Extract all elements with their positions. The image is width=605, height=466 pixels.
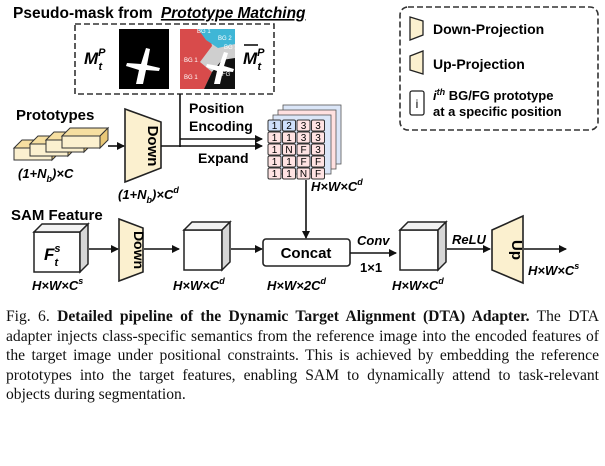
grid-cell (267, 143, 282, 156)
grid-cell (311, 155, 325, 168)
grid-cell-label: 1 (272, 121, 278, 132)
output-dim: H×W×Cs (528, 261, 579, 278)
grid-cell (267, 155, 282, 168)
conv-size: 1×1 (360, 260, 382, 275)
conv-label: Conv (357, 233, 390, 248)
encoding-label: Encoding (189, 118, 253, 134)
grid-cell-label: 1 (272, 157, 278, 168)
position-label: Position (189, 100, 244, 116)
svg-text:FG: FG (222, 72, 231, 78)
conv-output-cube (398, 220, 448, 272)
legend: Down-Projection Up-Projection i ith BG/F… (399, 6, 599, 131)
svg-text:Down: Down (131, 231, 147, 269)
grid-cell (311, 119, 325, 132)
grid-cell-label: N (285, 145, 292, 156)
svg-text:Up: Up (508, 240, 525, 260)
svg-text:BG 1: BG 1 (184, 75, 198, 81)
conv-output-dim: H×W×Cd (392, 276, 444, 293)
grid-cell-label: 1 (286, 133, 292, 144)
grid-cell (267, 119, 282, 132)
grid-cell-label: F (315, 157, 321, 168)
svg-text:BG 2: BG 2 (218, 36, 232, 42)
grid-cell-label: 1 (286, 169, 292, 180)
prototypes-label: Prototypes (16, 107, 94, 124)
grid-cell (296, 155, 311, 168)
grid-dim: H×W×Cd (311, 177, 363, 194)
legend-up-projection: Up-Projection (433, 56, 525, 72)
svg-text:Down: Down (144, 126, 161, 167)
legend-down-projection: Down-Projection (433, 21, 544, 37)
svg-text:BG 3: BG 3 (224, 45, 238, 51)
legend-prototype-desc-2: at a specific position (433, 104, 562, 119)
prototype-bars (12, 126, 110, 162)
grid-cell-label: 1 (272, 133, 278, 144)
grid-cell (267, 131, 282, 144)
grid-cell-label: 3 (301, 121, 307, 132)
grid-cell-label: 3 (301, 133, 307, 144)
expand-label: Expand (198, 150, 249, 166)
sam-feature-label: SAM Feature (11, 207, 103, 224)
feature-dim: H×W×Cs (32, 276, 83, 293)
concat-block: Concat (262, 238, 351, 267)
grid-cell-label: F (315, 169, 321, 180)
down-projection-prototypes: Down (124, 107, 162, 184)
grid-cell (282, 143, 296, 156)
caption-title: Detailed pipeline of the Dynamic Target … (57, 308, 530, 325)
colored-mask-image: BG 1 BG 2 BG 3 BG 1 BG 1 FG (180, 29, 238, 89)
down-cube-dim: H×W×Cd (173, 276, 225, 293)
grid-cell-label: 1 (286, 157, 292, 168)
grid-cell-label: 2 (286, 121, 292, 132)
grid-cell (296, 131, 311, 144)
grid-cell (282, 155, 296, 168)
pseudo-mask-title: Pseudo-mask from Prototype Matching (13, 5, 306, 22)
concat-dim: H×W×2Cd (267, 276, 326, 293)
svg-text:Concat: Concat (281, 245, 332, 262)
grid-cell (296, 167, 311, 180)
grid-cell-label: 3 (315, 121, 321, 132)
grid-cell (311, 143, 325, 156)
grid-cell (267, 167, 282, 180)
grid-cell (311, 131, 325, 144)
grid-cell (296, 143, 311, 156)
grid-cell-label: 3 (315, 133, 321, 144)
grid-cell (296, 119, 311, 132)
down-projection-sam: Down (118, 217, 147, 283)
caption-label: Fig. 6. (6, 308, 50, 325)
svg-text:BG 1: BG 1 (197, 29, 211, 35)
grid-cell (282, 131, 296, 144)
down-output-dim: (1+Nb)×Cd (118, 185, 179, 205)
binary-mask-image (119, 29, 169, 89)
grid-cell (282, 167, 296, 180)
down-output-cube (182, 220, 232, 272)
grid-cell (282, 119, 296, 132)
grid-cell-label: F (300, 145, 306, 156)
legend-prototype-icon: i (416, 97, 419, 111)
pseudo-mask-box (74, 23, 275, 95)
relu-label: ReLU (452, 232, 487, 247)
svg-text:Fst: Fst (44, 243, 61, 269)
grid-cell (311, 167, 325, 180)
grid-cell-label: F (300, 157, 306, 168)
grid-cell-label: 1 (272, 169, 278, 180)
svg-text:BG 1: BG 1 (184, 58, 198, 64)
legend-prototype-desc-1: ith BG/FG prototype (433, 87, 553, 103)
grid-cell-label: N (300, 169, 307, 180)
up-projection: Up (491, 214, 525, 285)
grid-cell-label: 3 (315, 145, 321, 156)
prototypes-dim: (1+Nb)×C (18, 166, 74, 184)
grid-cell-label: 1 (272, 145, 278, 156)
caption-body: The DTA adapter injects class-specific s… (6, 308, 599, 404)
figure-caption: Fig. 6. Detailed pipeline of the Dynamic… (6, 307, 599, 405)
